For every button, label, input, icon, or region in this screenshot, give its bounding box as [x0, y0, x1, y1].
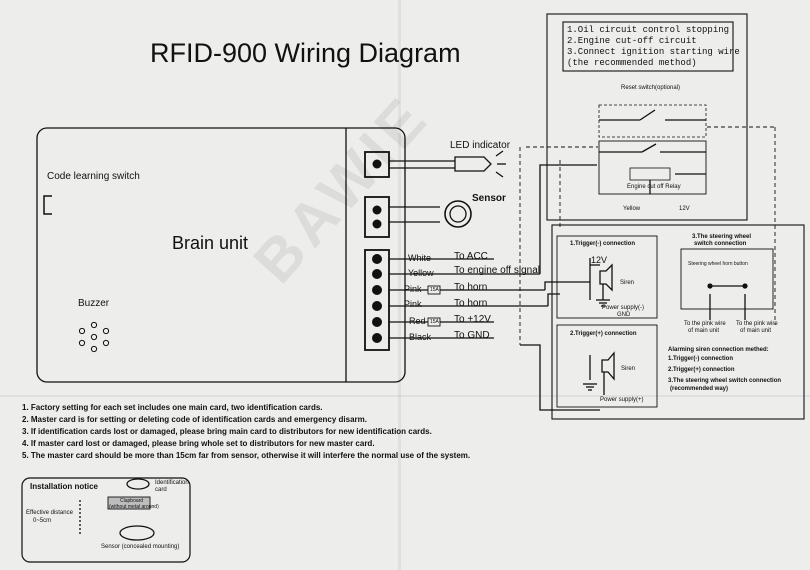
buzzer-holes — [78, 321, 110, 353]
sensor-connector — [364, 196, 390, 238]
oil-note-3: 3.Connect ignition starting wire — [567, 47, 740, 57]
methods-title: Alarming siren connection methed: — [668, 347, 769, 353]
distance-label-2: 0~5cm — [33, 518, 52, 524]
install-title: Installation notice — [30, 482, 99, 491]
page-title: RFID-900 Wiring Diagram — [150, 38, 461, 68]
paper-fold-vertical — [398, 0, 401, 570]
note-1: 1. Factory setting for each set includes… — [22, 403, 323, 412]
wire-dest-engine-off: To engine off signal — [454, 265, 540, 276]
steering-title-1: 3.The steering wheel — [692, 234, 752, 240]
note-4: 4. If master card lost or damaged, pleas… — [22, 439, 375, 448]
led-bulb — [454, 156, 492, 172]
note-5: 5. The master card should be more than 1… — [22, 451, 471, 460]
siren-neg-label: Siren — [620, 280, 635, 286]
sensor-mounting-label: Sensor (concealed mounting) — [101, 544, 180, 550]
wire-dest-acc: To ACC — [454, 251, 488, 262]
siren-neg-speaker — [599, 263, 613, 292]
relay-12v-label: 12V — [679, 206, 690, 212]
siren-pos-speaker — [601, 351, 615, 381]
oil-cutoff-frame — [546, 13, 748, 221]
reset-switch-box — [598, 104, 707, 138]
paper-fold-horizontal — [0, 395, 810, 397]
relay-box — [598, 140, 707, 195]
trigger-neg-12v: 12V — [591, 255, 608, 265]
led-pin — [372, 159, 382, 169]
wire-color-yellow: Yellow — [408, 268, 434, 278]
pink-right-1: To the pink wire — [736, 321, 778, 327]
power-pos-label: Power supply(+) — [600, 397, 644, 403]
led-connector — [364, 151, 390, 178]
relay-coil — [629, 167, 671, 181]
fuse-label-1: 15A — [430, 287, 439, 293]
trigger-neg-box — [556, 235, 658, 319]
clapboard-label-2: (without metal around) — [109, 504, 159, 510]
sensor-ring — [444, 200, 472, 228]
code-learning-switch-label: Code learning switch — [47, 171, 140, 182]
wire-dest-12v: To +12V — [454, 314, 491, 325]
note-3: 3. If identification cards lost or damag… — [22, 427, 432, 436]
trigger-neg-title: 1.Trigger(-) connection — [570, 241, 636, 247]
wire-color-red: Red — [409, 316, 426, 326]
method-1: 1.Trigger(-) connection — [668, 356, 734, 362]
oil-note-2: 2.Engine cut-off circuit — [567, 36, 697, 46]
sensor-label: Sensor — [472, 193, 506, 204]
trigger-pos-box — [556, 324, 658, 408]
method-3-note: (recommended way) — [670, 386, 729, 392]
oil-cutoff-notes-box — [562, 21, 734, 72]
pink-left-1: To the pink wire — [684, 321, 726, 327]
note-2: 2. Master card is for setting or deletin… — [22, 415, 367, 424]
wire-dest-horn-2: To horn — [454, 298, 488, 309]
wire-color-pink-1: Pink — [404, 284, 422, 294]
wire-dest-gnd: To GND — [454, 330, 490, 341]
steering-title-2: switch connection — [694, 241, 747, 247]
pink-left-2: of main unit — [688, 328, 720, 334]
pink-right-2: of main unit — [740, 328, 772, 334]
clapboard — [107, 496, 151, 510]
reset-switch-label: Reset switch(optional) — [621, 85, 681, 91]
oil-note-4: (the recommended method) — [567, 58, 697, 68]
siren-pos-label: Siren — [621, 366, 636, 372]
clapboard-label-1: Clapboard — [120, 498, 144, 504]
oil-note-1: 1.Oil circuit control stopping — [567, 25, 730, 35]
wire-color-white: White — [408, 253, 432, 263]
sensor-icon — [119, 525, 155, 541]
brain-unit-label: Brain unit — [172, 233, 249, 253]
main-harness-connector — [364, 249, 390, 351]
gnd-label: GND — [617, 312, 631, 318]
trigger-pos-title: 2.Trigger(+) connection — [570, 331, 637, 337]
relay-label: Engine cut off Relay — [627, 184, 681, 190]
method-2: 2.Trigger(+) connection — [668, 367, 735, 373]
horn-button-label: Steering wheel horn button — [688, 261, 748, 267]
power-neg-label: Power supply(-) — [602, 305, 645, 311]
fuse-2 — [427, 317, 441, 327]
fuse-label-2: 15A — [430, 319, 439, 325]
id-card-label-2: card — [155, 487, 167, 493]
wire-color-black: Black — [409, 332, 432, 342]
wire-dest-horn-1: To horn — [454, 282, 488, 293]
brain-unit-box — [36, 127, 406, 383]
relay-yellow-label: Yellow — [623, 206, 641, 212]
method-3: 3.The steering wheel switch connection — [668, 378, 782, 384]
code-switch-bracket — [43, 195, 52, 215]
buzzer-label: Buzzer — [78, 298, 110, 309]
steering-switch-box — [680, 248, 774, 310]
distance-label-1: Effective distance — [26, 510, 73, 516]
siren-panel-frame — [551, 224, 805, 420]
led-indicator-label: LED indicator — [450, 140, 511, 151]
install-notice-box — [21, 477, 191, 563]
fuse-1 — [427, 285, 441, 295]
wire-color-pink-2: Pink — [404, 299, 422, 309]
id-card-label-1: Identification — [155, 480, 189, 486]
id-card-icon — [126, 478, 150, 490]
